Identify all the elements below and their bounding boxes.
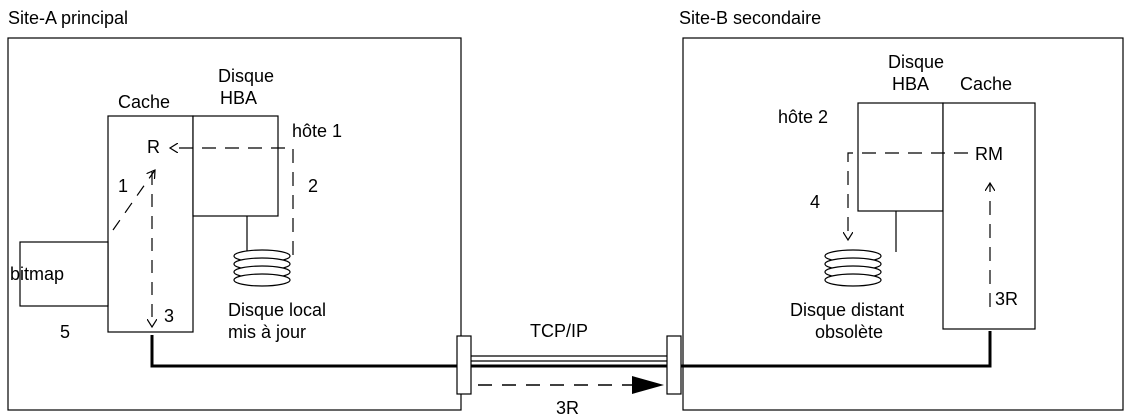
site-b-port [666,335,682,395]
site-a-hba-label-1: Disque [218,66,274,86]
site-a-disk-label-1: Disque local [228,300,326,320]
site-a-local-disk-icon [233,249,291,287]
site-b-step-3r: 3R [995,289,1018,309]
link-transfer-label: 3R [556,398,579,417]
site-b-remote-disk-icon [824,249,882,287]
site-a-hba-label-2: HBA [220,88,257,108]
site-a-host-label: hôte 1 [292,121,342,141]
bitmap-label: bitmap [10,264,64,284]
site-a-hba-box [192,115,279,217]
site-b-hba-label-2: HBA [892,74,929,94]
bitmap-box [19,241,109,307]
site-b-cache-box [942,102,1036,330]
site-a-step-5: 5 [60,322,70,342]
site-b-host-label: hôte 2 [778,107,828,127]
site-b-disk-label-2: obsolète [815,322,883,342]
site-b-step-4: 4 [810,192,820,212]
site-b-cache-label: Cache [960,74,1012,94]
site-a-disk-label-2: mis à jour [228,322,306,342]
site-a-title: Site-A principal [8,8,128,28]
site-b-rm-label: RM [975,144,1003,164]
site-a-r-label: R [147,137,160,157]
site-b-title: Site-B secondaire [679,8,821,28]
site-a-cache-box [107,115,194,333]
site-b-disk-label-1: Disque distant [790,300,904,320]
site-b-inbound-line [681,331,992,368]
tcp-ip-label: TCP/IP [530,321,588,341]
site-b-hba-label-1: Disque [888,52,944,72]
site-b-hba-box [857,102,944,212]
site-b-write-path [848,152,968,240]
site-a-frame [7,37,462,411]
site-a-outbound-line [150,335,457,368]
site-a-port [456,335,472,395]
site-a-step-1: 1 [118,176,128,196]
site-a-write-path [170,148,294,255]
site-a-step-3: 3 [164,306,174,326]
site-a-cache-label: Cache [118,92,170,112]
site-a-step-2: 2 [308,176,318,196]
site-b-frame [682,37,1124,411]
